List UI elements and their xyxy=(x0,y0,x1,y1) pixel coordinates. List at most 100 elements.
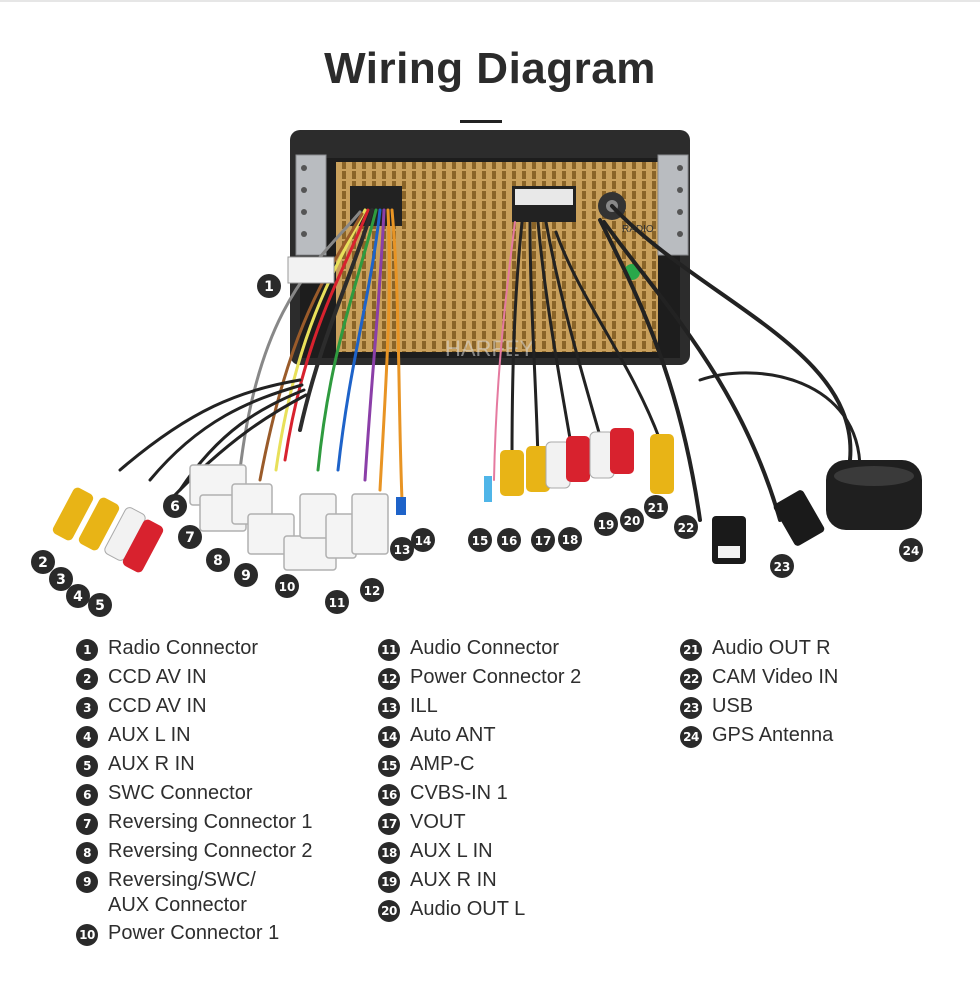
legend-item: 14 Auto ANT xyxy=(378,723,678,749)
callout-number: 22 xyxy=(678,521,695,535)
legend-label: Audio Connector xyxy=(410,637,559,659)
callout-4: 4 xyxy=(66,584,90,608)
callout-1: 1 xyxy=(257,274,281,298)
right-bracket xyxy=(657,154,689,256)
callout-3: 3 xyxy=(49,567,73,591)
gps-antenna xyxy=(826,460,922,530)
legend-label: Reversing Connector 2 xyxy=(108,840,313,862)
legend-number-badge: 10 xyxy=(76,924,98,946)
legend-label: Audio OUT L xyxy=(410,898,526,920)
head-unit: RADIO HARFEY xyxy=(290,130,690,365)
callout-badge-circle xyxy=(594,512,618,536)
callout-24: 24 xyxy=(899,538,923,562)
legend-label: CCD AV IN xyxy=(108,695,207,717)
legend-number-badge: 24 xyxy=(680,726,702,748)
callout-14: 14 xyxy=(411,528,435,552)
legend-number-badge: 3 xyxy=(76,697,98,719)
callout-badge-circle xyxy=(31,550,55,574)
callout-badge-circle xyxy=(468,528,492,552)
callout-badge-circle xyxy=(770,554,794,578)
legend-label: Reversing/SWC/ AUX Connector xyxy=(108,869,256,916)
watermark: HARFEY xyxy=(445,336,535,361)
legend-number-badge: 8 xyxy=(76,842,98,864)
legend-label: VOUT xyxy=(410,811,466,833)
callout-19: 19 xyxy=(594,512,618,536)
legend-item: 2 CCD AV IN xyxy=(76,665,376,691)
legend-label: AUX R IN xyxy=(410,869,497,891)
callout-number: 23 xyxy=(774,560,791,574)
auto-ant-tip xyxy=(396,497,406,515)
legend-label: Power Connector 2 xyxy=(410,666,582,688)
callout-badge-circle xyxy=(206,548,230,572)
callout-badge-circle xyxy=(275,574,299,598)
callout-number: 5 xyxy=(95,598,105,614)
radio-connector-plug xyxy=(287,256,335,284)
callout-badge-circle xyxy=(66,584,90,608)
callout-badge-circle xyxy=(163,494,187,518)
callout-22: 22 xyxy=(674,515,698,539)
callout-badge-circle xyxy=(899,538,923,562)
callout-badge-circle xyxy=(325,590,349,614)
callout-number: 19 xyxy=(598,518,615,532)
callout-17: 17 xyxy=(531,528,555,552)
callout-15: 15 xyxy=(468,528,492,552)
legend-label: Audio OUT R xyxy=(712,637,831,659)
legend-item: 8 Reversing Connector 2 xyxy=(76,839,376,865)
callout-11: 11 xyxy=(325,590,349,614)
callout-number: 12 xyxy=(364,584,381,598)
callout-2: 2 xyxy=(31,550,55,574)
legend-label: CAM Video IN xyxy=(712,666,839,688)
legend-number-badge: 2 xyxy=(76,668,98,690)
callout-number: 24 xyxy=(903,544,920,558)
left-rca-plugs xyxy=(52,487,164,573)
callout-number: 13 xyxy=(394,543,411,557)
top-divider xyxy=(0,0,980,2)
callout-badge-circle xyxy=(88,593,112,617)
callout-badge-circle xyxy=(620,508,644,532)
legend-number-badge: 5 xyxy=(76,755,98,777)
legend-label: USB xyxy=(712,695,754,717)
callout-12: 12 xyxy=(360,578,384,602)
callout-10: 10 xyxy=(275,574,299,598)
page-title: Wiring Diagram xyxy=(324,44,656,93)
amp-c-tip xyxy=(484,476,492,502)
legend-number-badge: 17 xyxy=(378,813,400,835)
callout-number: 15 xyxy=(472,534,489,548)
callout-21: 21 xyxy=(644,495,668,519)
callout-number: 2 xyxy=(38,555,48,571)
callout-number: 6 xyxy=(170,499,180,515)
callout-23: 23 xyxy=(770,554,794,578)
legend-number-badge: 7 xyxy=(76,813,98,835)
callout-16: 16 xyxy=(497,528,521,552)
callout-number: 16 xyxy=(501,534,518,548)
legend-label: CCD AV IN xyxy=(108,666,207,688)
legend-number-badge: 14 xyxy=(378,726,400,748)
callout-8: 8 xyxy=(206,548,230,572)
legend-number-badge: 15 xyxy=(378,755,400,777)
legend-label: Auto ANT xyxy=(410,724,496,746)
callout-badge-circle xyxy=(49,567,73,591)
callout-13: 13 xyxy=(390,537,414,561)
callout-badge-circle xyxy=(644,495,668,519)
callout-20: 20 xyxy=(620,508,644,532)
callout-number: 1 xyxy=(264,279,274,295)
legend-label: ILL xyxy=(410,695,438,717)
callout-badge-circle xyxy=(257,274,281,298)
callout-6: 6 xyxy=(163,494,187,518)
